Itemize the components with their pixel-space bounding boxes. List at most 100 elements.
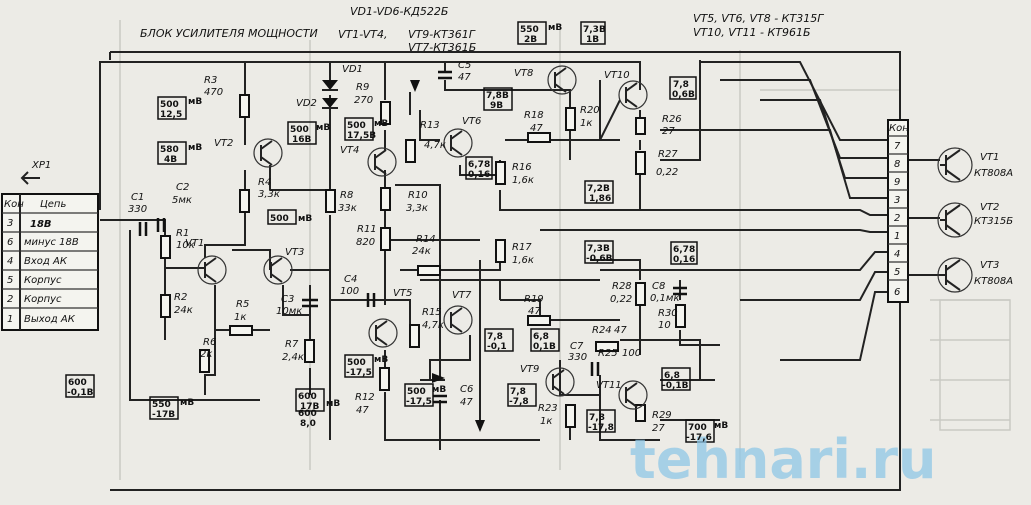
xp1-row-label: Корпус <box>24 294 62 305</box>
voltage-unit: мВ <box>548 23 562 33</box>
r18-value: 47 <box>530 123 543 134</box>
block-title: БЛОК УСИЛИТЕЛЯ МОЩНОСТИ <box>140 27 318 40</box>
transistor-vt3 <box>263 255 293 285</box>
transistor-vt7 <box>443 305 473 335</box>
r27-value: 0,22 <box>656 167 678 178</box>
right-conn-pin: 8 <box>894 159 900 170</box>
xp1-pin: 3 <box>7 218 13 229</box>
c6-value: 47 <box>460 397 473 408</box>
ext-transistor-vt2 <box>937 202 973 238</box>
capacitor-c2 <box>156 218 166 232</box>
r16-value: 1,6к <box>512 175 534 186</box>
resistor-r16 <box>495 161 506 185</box>
r15-name: R15 <box>422 307 442 318</box>
resistor-r6 <box>199 349 210 373</box>
xp1-row-label: Корпус <box>24 275 62 286</box>
resistor-r17 <box>495 239 506 263</box>
capacitor-c5 <box>438 70 452 80</box>
label-vt10: VT10 <box>604 70 630 81</box>
resistor-r12 <box>379 367 390 391</box>
c8-value: 0,1мк <box>650 293 680 304</box>
ext-transistors <box>937 147 973 293</box>
r17-name: R17 <box>512 242 532 253</box>
r9-name: R9 <box>356 82 369 93</box>
voltage-bottom: 0,1В <box>533 342 556 352</box>
r27-name: R27 <box>658 149 678 160</box>
voltage-top: 600 <box>298 409 317 419</box>
r16-name: R16 <box>512 162 532 173</box>
r18-name: R18 <box>524 110 544 121</box>
xp1-row-label: Выход АК <box>24 314 76 325</box>
voltage-unit: мВ <box>374 119 388 129</box>
voltage-top: 7,3В <box>583 25 606 35</box>
voltage-bottom: -0,1В <box>67 388 94 398</box>
voltage-bottom: -17В <box>152 410 175 420</box>
voltage-top: 580 <box>160 145 179 155</box>
voltage-bottom: 1,86 <box>589 194 611 204</box>
voltage-boxes <box>65 21 715 443</box>
r19-name: R19 <box>524 294 544 305</box>
right-conn-pin: 9 <box>894 177 900 188</box>
right-conn-head: Кон <box>889 123 909 134</box>
voltage-unit: мВ <box>188 97 202 107</box>
capacitor-c1 <box>138 222 148 236</box>
voltage-bottom: -0,1 <box>487 342 507 352</box>
voltage-top: 500 <box>160 100 179 110</box>
right-conn-pin: 5 <box>894 267 900 278</box>
voltage-top: 7,8 <box>673 80 689 90</box>
label-vd2: VD2 <box>296 98 317 109</box>
voltage-top: 500 <box>270 214 289 224</box>
right-conn-pin: 1 <box>894 231 900 242</box>
capacitor-c4 <box>366 293 376 307</box>
r5-name: R5 <box>236 299 249 310</box>
voltage-bottom: -0,6В <box>586 254 613 264</box>
xp1-row-label: минус 18В <box>24 237 79 248</box>
c4-name: C4 <box>344 274 357 285</box>
r12-value: 47 <box>356 405 369 416</box>
transistor-vt10 <box>618 80 648 110</box>
transistor-vt9 <box>545 367 575 397</box>
resistor-r29 <box>635 404 646 422</box>
label-vt2: VT2 <box>214 138 233 149</box>
voltage-bottom: 17,5В <box>347 131 376 141</box>
resistor-r7 <box>304 339 315 363</box>
resistor-r20 <box>565 107 576 131</box>
voltage-top: 500 <box>347 358 366 368</box>
transistor-vt11 <box>618 380 648 410</box>
transistor-vt8 <box>547 65 577 95</box>
r3-name: R3 <box>204 75 217 86</box>
resistor-r2 <box>160 294 171 318</box>
r14-value: 24к <box>412 246 431 257</box>
label-vt11: VT11 <box>596 380 622 391</box>
transistor-vt6 <box>443 128 473 158</box>
r13-value: 4,7к <box>424 140 446 151</box>
r1-name: R1 <box>176 228 189 239</box>
voltage-bottom: 9В <box>490 101 503 111</box>
capacitor-c7 <box>590 362 600 376</box>
transistor-vt1 <box>197 255 227 285</box>
voltage-unit: мВ <box>316 123 330 133</box>
r10-value: 3,3к <box>406 203 428 214</box>
voltage-bottom: 12,5 <box>160 110 182 120</box>
voltage-bottom: -17,5 <box>346 368 372 378</box>
resistor-r4 <box>239 189 250 213</box>
resistors <box>160 94 686 428</box>
transistor-vt2 <box>253 138 283 168</box>
r25-name: R25 <box>598 348 618 359</box>
voltage-top: 7,8 <box>589 413 605 423</box>
voltage-bottom: 16В <box>292 135 312 145</box>
r30-name: R30 <box>658 308 678 319</box>
diode-vd1 <box>322 80 338 90</box>
voltage-top: 500 <box>347 121 366 131</box>
r24-name: R24 <box>592 325 612 336</box>
r8-name: R8 <box>340 190 353 201</box>
c3-name: C3 <box>281 294 294 305</box>
r20-name: R20 <box>580 105 600 116</box>
label-vt4: VT4 <box>340 145 359 156</box>
r11-name: R11 <box>357 224 377 235</box>
capacitor-c3 <box>302 298 318 308</box>
label-vt1: VT1 <box>185 238 204 249</box>
resistor-r23 <box>565 404 576 428</box>
